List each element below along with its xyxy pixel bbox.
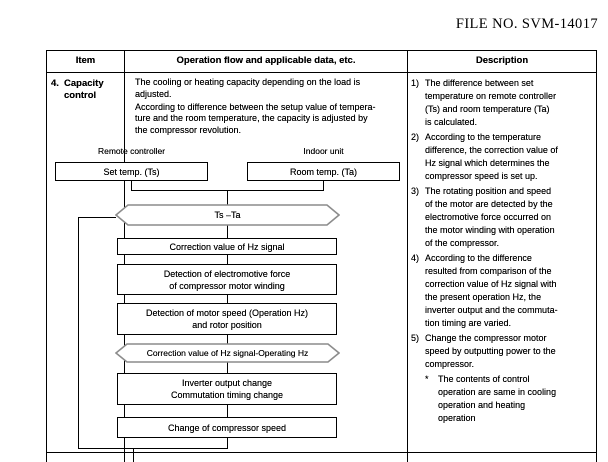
item-cell: 4. Capacity control	[47, 73, 125, 452]
flow-paragraph-1: The cooling or heating capacity dependin…	[135, 77, 361, 99]
flow-node-hz-comparison: Correction value of Hz signal-Operating …	[115, 343, 340, 363]
flow-node-ts-minus-ta: Ts –Ta	[115, 204, 340, 226]
item-text: According to the temperature difference,…	[425, 132, 558, 181]
flow-node-emf-detection: Detection of electromotive force of comp…	[117, 264, 337, 295]
connector-line	[130, 181, 132, 191]
file-number: FILE NO. SVM-14017	[455, 16, 598, 32]
hexagon-shape	[115, 204, 340, 226]
hexagon-shape	[115, 343, 340, 363]
hex-label: Correction value of Hz signal-Operating …	[146, 348, 309, 358]
item-text: Change the compressor motor speed by out…	[425, 333, 556, 369]
table-body-row: 4. Capacity control The cooling or heati…	[47, 73, 596, 453]
indoor-unit-label: Indoor unit	[303, 146, 344, 156]
feedback-line	[78, 216, 80, 449]
header-operation-flow: Operation flow and applicable data, etc.	[125, 51, 408, 72]
item-label: Capacity control	[64, 78, 104, 101]
description-item-4: 4) According to the difference resulted …	[411, 252, 593, 330]
item-text: According to the difference resulted fro…	[425, 253, 558, 328]
note-asterisk: *	[425, 374, 429, 384]
flow-node-set-temp: Set temp. (Ts)	[55, 162, 208, 181]
flow-node-room-temp: Room temp. (Ta)	[247, 162, 400, 181]
connector-line	[322, 181, 324, 191]
item-marker: 2)	[411, 132, 420, 142]
description-item-3: 3) The rotating position and speed of th…	[411, 185, 593, 250]
feedback-line	[78, 447, 228, 449]
item-marker: 4)	[411, 253, 420, 263]
flow-node-compressor-speed-change: Change of compressor speed	[117, 417, 337, 438]
description-note: * The contents of control operation are …	[425, 373, 593, 425]
header-item: Item	[47, 51, 125, 72]
operation-flow-cell: The cooling or heating capacity dependin…	[125, 73, 408, 452]
item-text: The rotating position and speed of the m…	[425, 186, 555, 248]
flow-intro: The cooling or heating capacity dependin…	[125, 73, 407, 136]
table-header-row: Item Operation flow and applicable data,…	[47, 51, 596, 73]
flow-node-correction-value: Correction value of Hz signal	[117, 238, 337, 255]
item-text: The difference between set temperature o…	[425, 78, 557, 127]
continuation-line	[132, 448, 134, 462]
description-item-2: 2) According to the temperature differen…	[411, 131, 593, 183]
header-description: Description	[475, 55, 529, 66]
description-cell: 1) The difference between set temperatur…	[408, 73, 596, 452]
feedback-line	[78, 216, 116, 218]
item-marker: 1)	[411, 78, 420, 88]
flow-node-motor-speed-detection: Detection of motor speed (Operation Hz) …	[117, 303, 337, 335]
description-item-5: 5) Change the compressor motor speed by …	[411, 332, 593, 371]
flow-paragraph-2: According to difference between the setu…	[135, 101, 376, 135]
remote-controller-label: Remote controller	[97, 146, 166, 156]
next-row-stub	[47, 453, 596, 462]
item-number: 4.	[51, 78, 59, 89]
flow-node-inverter-output: Inverter output change Commutation timin…	[117, 373, 337, 405]
item-marker: 5)	[411, 333, 420, 343]
capacity-control-table: Item Operation flow and applicable data,…	[46, 50, 597, 462]
hex-label: Ts –Ta	[214, 210, 241, 220]
item-marker: 3)	[411, 186, 420, 196]
description-item-1: 1) The difference between set temperatur…	[411, 77, 593, 129]
note-text: The contents of control operation are sa…	[438, 374, 557, 423]
